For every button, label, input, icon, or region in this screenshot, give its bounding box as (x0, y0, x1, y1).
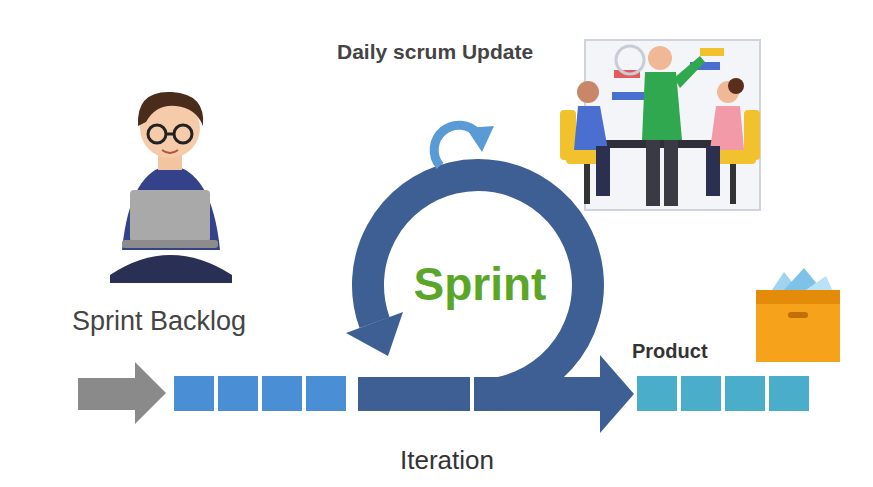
stage-label: Product (632, 340, 708, 363)
output-arrowhead (600, 355, 634, 433)
sprint-loop (368, 175, 588, 395)
backlog-items (174, 376, 346, 411)
iteration-bar (358, 377, 470, 411)
developer-figure (110, 92, 232, 283)
axis-label: Iteration (400, 446, 494, 476)
loop-arrowhead (346, 312, 403, 356)
product-items (637, 376, 809, 411)
stage-label: Sprint Backlog (72, 306, 246, 337)
daily-arrowhead (466, 126, 494, 152)
meeting-illustration (560, 40, 760, 210)
cycle-label: Sprint (414, 258, 547, 311)
input-arrow (78, 362, 166, 424)
section-heading: Daily scrum Update (337, 40, 533, 64)
product-box-icon (756, 268, 840, 362)
